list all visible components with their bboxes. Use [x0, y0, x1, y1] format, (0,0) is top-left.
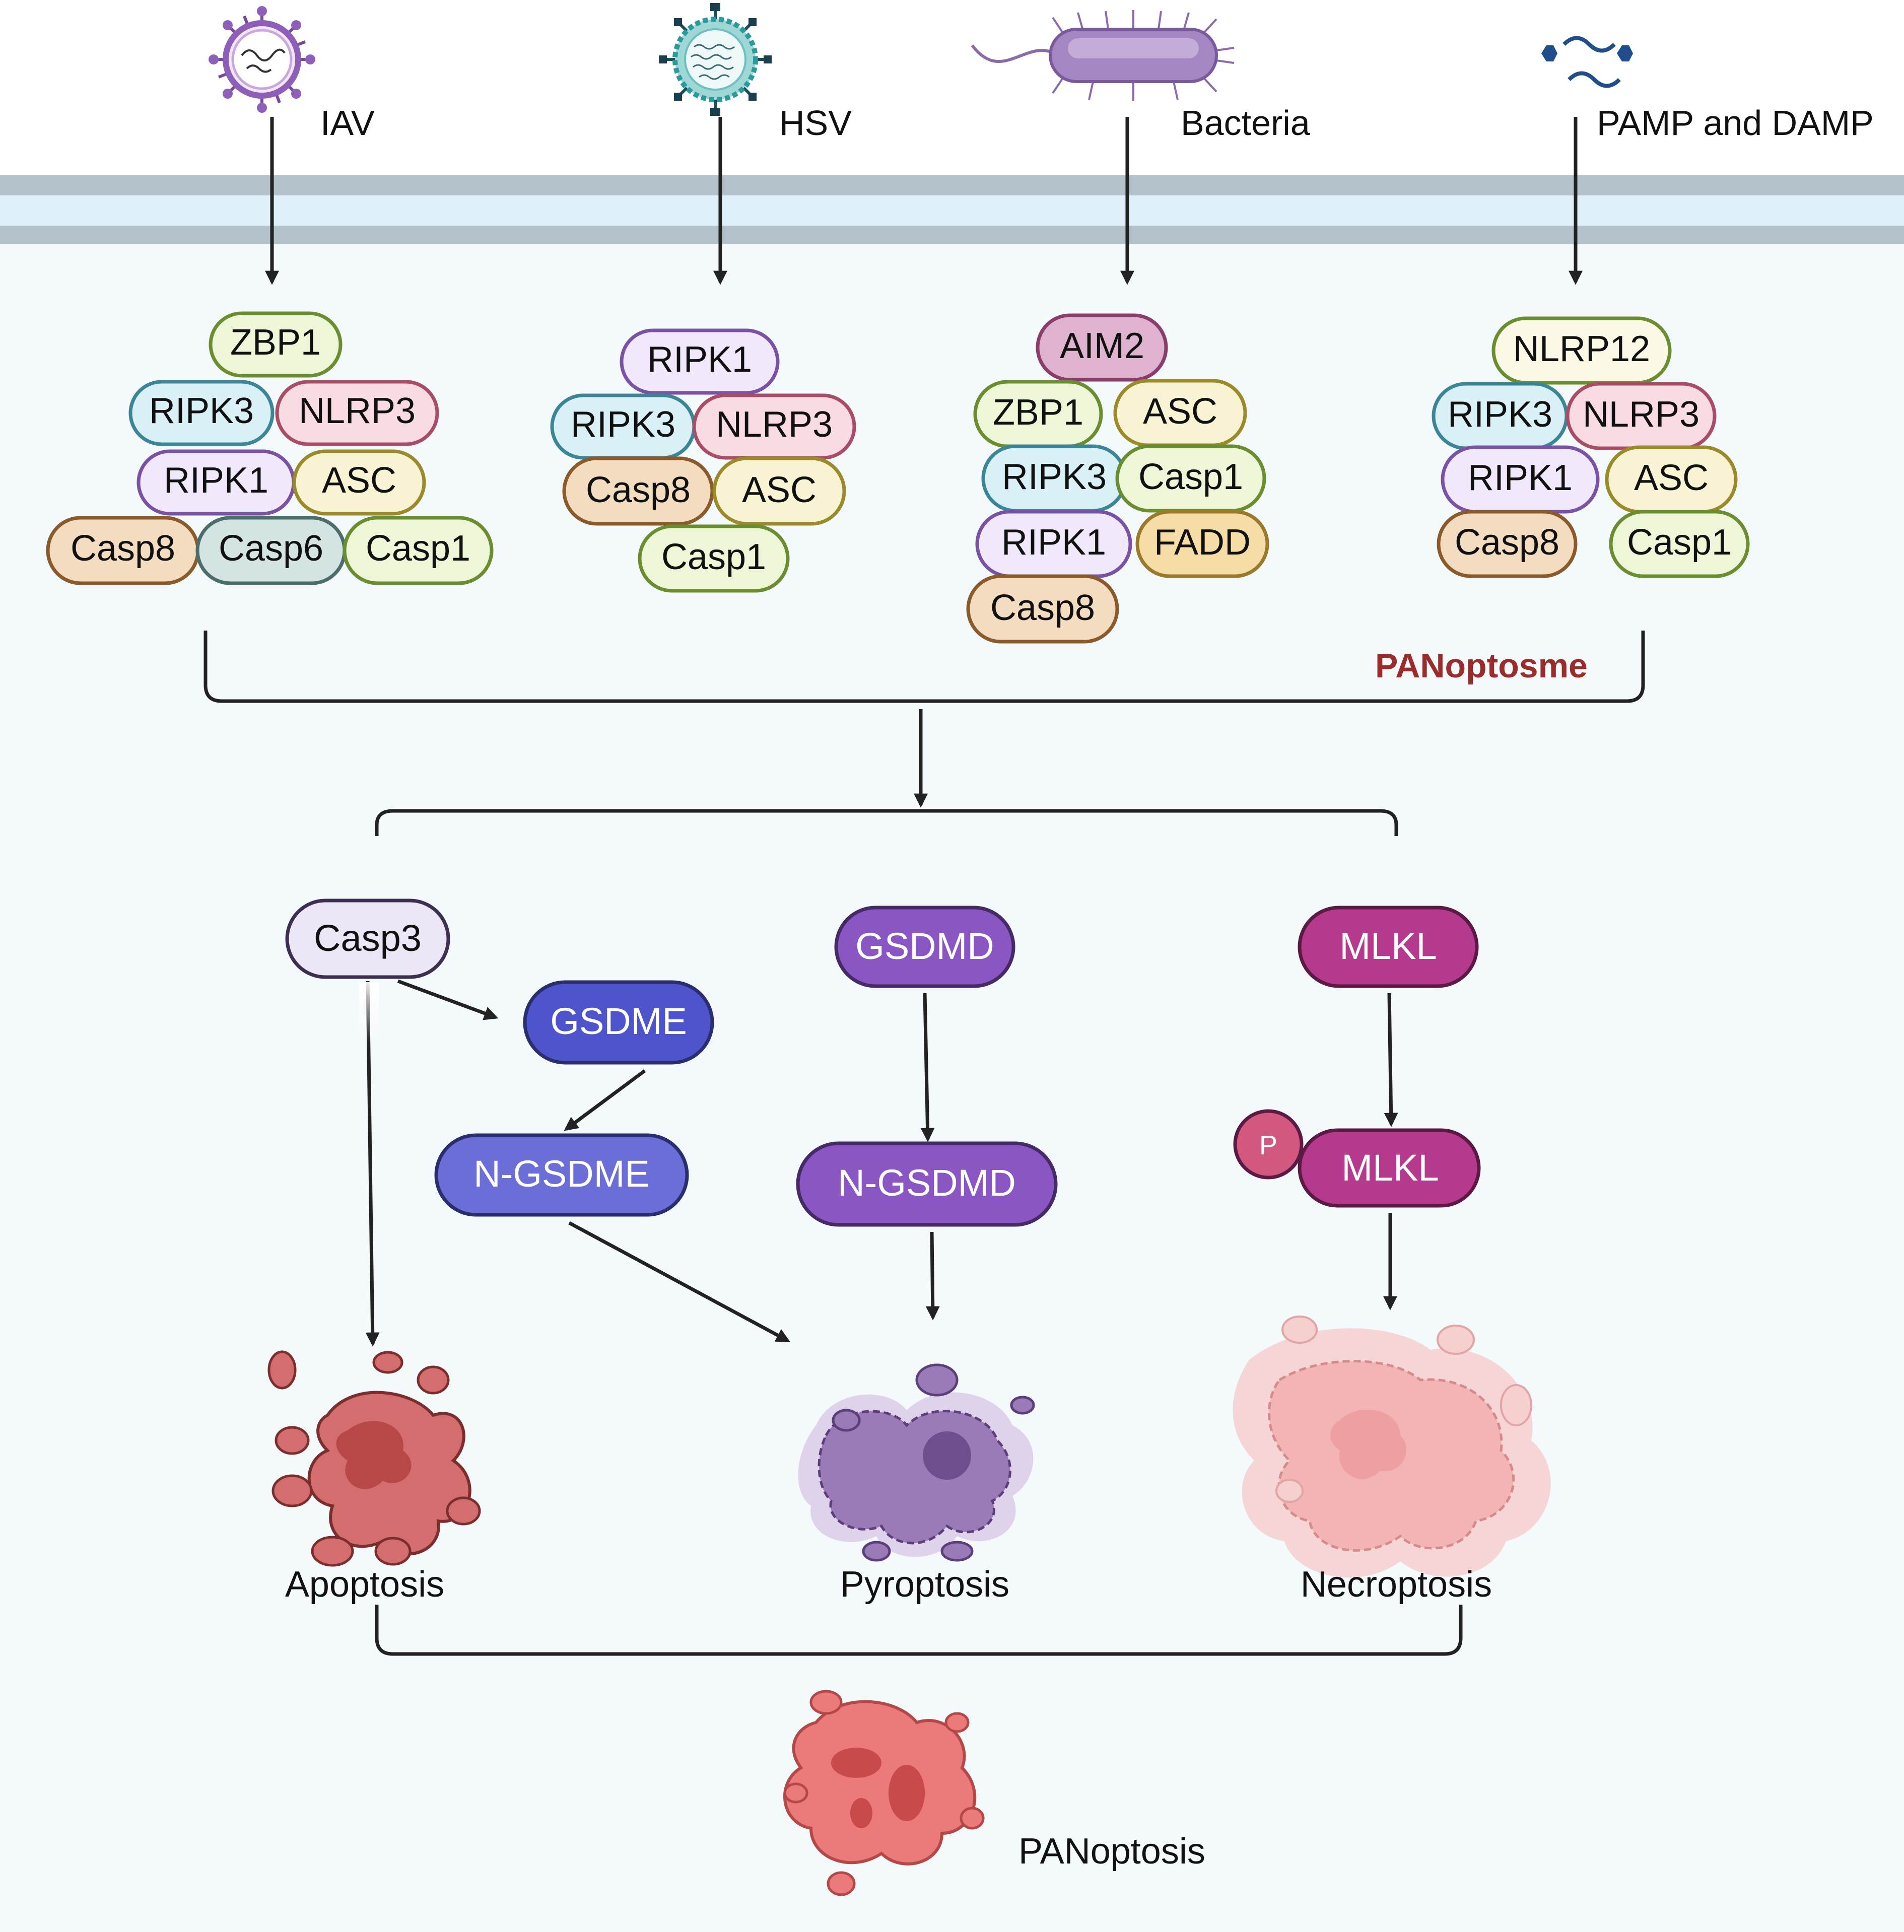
phospho-mlkl-node: [1298, 1128, 1481, 1208]
apoptosis-label: Apoptosis: [285, 1564, 444, 1605]
iav-complex-protein: Casp1: [366, 528, 470, 569]
iav-complex: ZBP1 RIPK3 NLRP3 RIPK1 ASC Casp8 Casp6 C…: [46, 311, 494, 585]
pamp-complex-protein: NLRP3: [1583, 394, 1699, 435]
bacteria-complex-protein: ASC: [1143, 391, 1217, 432]
pyroptotic-cell-icon: [798, 1363, 1035, 1562]
bacteria-complex: AIM2 ZBP1 ASC RIPK3 Casp1 RIPK1 FADD Cas…: [966, 313, 1269, 644]
effector-bracket: [375, 809, 1398, 836]
necroptotic-cell-icon: [1233, 1316, 1551, 1578]
iav-complex-protein: Casp8: [71, 528, 175, 569]
outcome-bracket: [375, 1605, 1463, 1656]
gsdme-node: [523, 980, 714, 1065]
cell-membrane-inner: [0, 195, 1904, 226]
gsdme-to-n-gsdme-arrow: [564, 1069, 646, 1131]
iav-complex-protein: ASC: [322, 460, 396, 501]
iav-complex-protein: Casp6: [219, 528, 323, 569]
bacteria-label: Bacteria: [1181, 103, 1310, 143]
iav-complex-protein: ZBP1: [230, 322, 321, 363]
pamp-complex-protein: Casp1: [1627, 522, 1732, 563]
phosphate-badge: [1233, 1109, 1304, 1180]
gsdmd-label: GSDMD: [855, 925, 994, 967]
pamp-damp-molecules-icon: [1541, 36, 1633, 88]
cell-membrane-outer: [0, 175, 1904, 195]
pamp-complex-protein: RIPK3: [1448, 394, 1552, 435]
hsv-complex: RIPK1 RIPK3 NLRP3 Casp8 ASC Casp1: [550, 328, 856, 593]
panoptosome-label: PANoptosme: [1375, 647, 1588, 685]
pyroptosis-label: Pyroptosis: [840, 1564, 1009, 1605]
hsv-label: HSV: [779, 103, 852, 143]
iav-complex-protein: RIPK1: [164, 460, 268, 501]
hsv-complex-protein: RIPK3: [571, 404, 675, 445]
casp3-label: Casp3: [314, 917, 422, 959]
casp3-to-gsdme-arrow: [397, 979, 499, 1020]
bacteria-complex-protein: Casp8: [990, 588, 1095, 628]
iav-virus-icon: [209, 6, 315, 113]
iav-label: IAV: [320, 103, 375, 143]
pamp-complex-protein: RIPK1: [1468, 458, 1573, 498]
bacteria-complex-protein: Casp1: [1138, 457, 1243, 497]
hsv-complex-protein: Casp1: [661, 537, 766, 577]
casp3-node: [285, 899, 450, 979]
bacteria-complex-protein: RIPK1: [1001, 522, 1106, 563]
apoptotic-cell-icon: [267, 1350, 481, 1567]
n-gsdmd-label: N-GSDMD: [838, 1162, 1016, 1204]
pamp-complex-protein: NLRP12: [1513, 329, 1650, 369]
n-gsdme-node: [434, 1133, 689, 1217]
bacterium-icon: [971, 10, 1235, 101]
pamp-complex-protein: ASC: [1634, 458, 1709, 498]
n-gsdme-label: N-GSDME: [473, 1153, 649, 1195]
hsv-complex-protein: ASC: [742, 470, 817, 510]
hsv-complex-protein: NLRP3: [716, 404, 833, 445]
panoptotic-cell-icon: [783, 1690, 985, 1896]
hsv-complex-protein: Casp8: [586, 470, 691, 510]
panoptosome-bracket: [203, 631, 1645, 703]
n-gsdmd-node: [796, 1141, 1058, 1227]
pamp-damp-label: PAMP and DAMP: [1597, 103, 1874, 143]
hsv-complex-protein: RIPK1: [647, 339, 752, 380]
cell-membrane-bottom: [0, 226, 1904, 244]
gsdmd-node: [834, 906, 1015, 988]
phosphate-badge-label: P: [1259, 1130, 1277, 1160]
bacteria-complex-protein: ZBP1: [993, 392, 1083, 433]
bacteria-complex-protein: AIM2: [1060, 326, 1144, 366]
necroptosis-label: Necroptosis: [1301, 1564, 1492, 1605]
mlkl-label: MLKL: [1339, 925, 1437, 967]
n-gsdmd-to-pyroptosis-arrow: [925, 1231, 940, 1321]
bacteria-complex-protein: RIPK3: [1002, 457, 1107, 497]
pamp-complex-protein: Casp8: [1455, 522, 1559, 563]
mlkl-to-phospho-mlkl-arrow: [1384, 993, 1398, 1127]
iav-complex-protein: NLRP3: [299, 391, 416, 431]
mlkl-node: [1298, 906, 1479, 988]
bacteria-complex-protein: FADD: [1154, 522, 1251, 563]
iav-complex-protein: RIPK3: [149, 391, 254, 431]
panoptosis-label: PANoptosis: [1018, 1831, 1205, 1872]
pamp-damp-complex: NLRP12 RIPK3 NLRP3 RIPK1 ASC Casp8 Casp1: [1432, 316, 1750, 578]
n-gsdme-to-pyroptosis-arrow: [568, 1221, 790, 1343]
gsdmd-to-n-gsdmd-arrow: [920, 993, 935, 1142]
hsv-virus-icon: [659, 3, 772, 116]
gsdme-label: GSDME: [550, 1000, 687, 1042]
phospho-mlkl-label: MLKL: [1341, 1147, 1439, 1189]
